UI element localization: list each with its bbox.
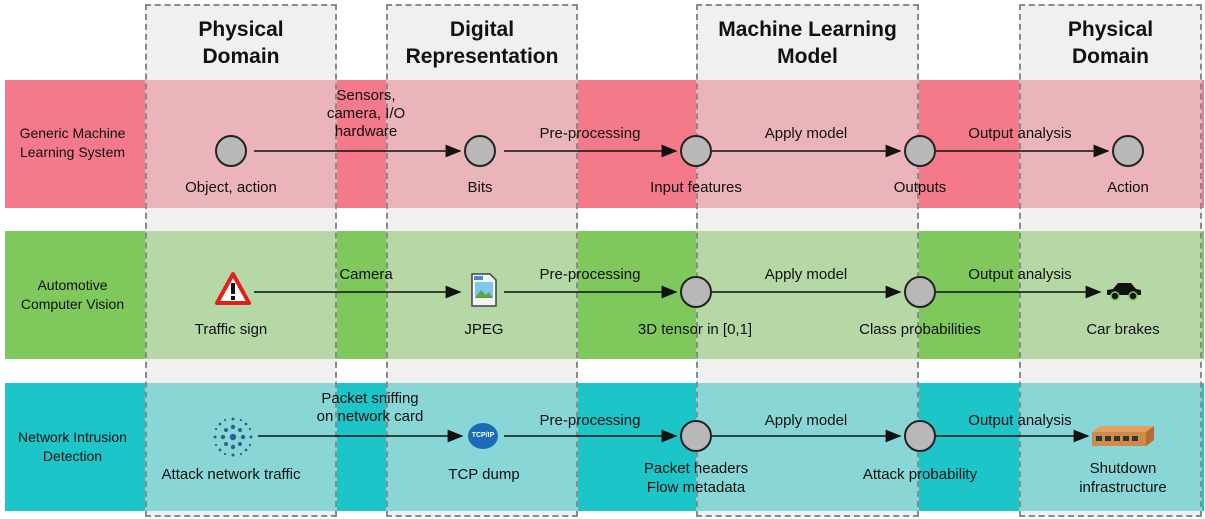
edge-label: Packet sniffing on network card: [316, 390, 424, 425]
edge-label: Output analysis: [968, 125, 1072, 142]
node-label: Car brakes: [1086, 321, 1160, 338]
edge-label: Output analysis: [968, 412, 1072, 429]
edge-label: Pre-processing: [539, 125, 641, 142]
node-label: 3D tensor in [0,1]: [637, 321, 753, 338]
node-label: Attack network traffic: [161, 466, 301, 483]
node-label: Input features: [650, 179, 742, 196]
node: [464, 135, 496, 167]
edge-label: Pre-processing: [539, 412, 641, 429]
edge-label: Pre-processing: [539, 266, 641, 283]
node-label: Attack probability: [862, 466, 978, 483]
node: [904, 276, 936, 308]
column-title: Machine Learning Model: [718, 18, 897, 68]
tcpip-icon: TCP/IP: [468, 423, 498, 449]
node: [215, 135, 247, 167]
node: [680, 420, 712, 452]
row-label: Generic Machine Learning System: [19, 125, 126, 160]
edge-label: Apply model: [764, 412, 848, 429]
node-label: Object, action: [185, 179, 277, 196]
row-label: Network Intrusion Detection: [18, 429, 127, 464]
network-switch-icon: [1092, 426, 1154, 446]
node: [904, 135, 936, 167]
warning-sign-icon: [215, 272, 251, 305]
node-label: Class probabilities: [859, 321, 981, 338]
edge-label: Apply model: [764, 125, 848, 142]
node-label: JPEG: [464, 321, 504, 338]
node-label: Action: [1107, 179, 1149, 196]
edge-label: Camera: [339, 266, 393, 283]
node-label: Shutdown infrastructure: [1079, 460, 1167, 496]
node: [1112, 135, 1144, 167]
node: [904, 420, 936, 452]
column-box-ml-model: [696, 4, 919, 517]
edge-label: Sensors, camera, I/O hardware: [326, 87, 406, 140]
node-label: Traffic sign: [194, 321, 268, 338]
network-cloud-icon: [213, 417, 253, 457]
node-label: Packet headers Flow metadata: [643, 460, 749, 496]
node: [680, 276, 712, 308]
car-icon: [1107, 283, 1141, 301]
row-label: Automotive Computer Vision: [20, 277, 125, 312]
node: [680, 135, 712, 167]
node-label: TCP dump: [448, 466, 520, 483]
column-title: Physical Domain: [1067, 18, 1154, 68]
edge-label: Apply model: [764, 266, 848, 283]
edge-label: Output analysis: [968, 266, 1072, 283]
column-title: Physical Domain: [198, 18, 284, 68]
column-title: Digital Representation: [405, 18, 559, 68]
jpeg-file-icon: [471, 273, 497, 307]
node-label: Outputs: [893, 179, 947, 196]
node-label: Bits: [467, 179, 493, 196]
